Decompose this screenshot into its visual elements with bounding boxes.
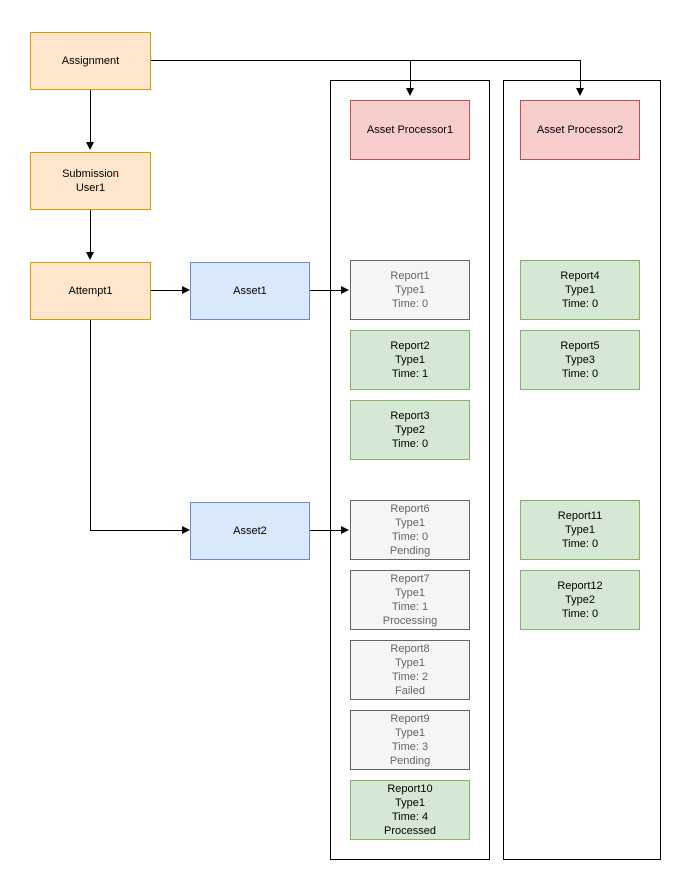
node-asset2-label: Asset2 bbox=[233, 525, 267, 537]
report-time: Time: 0 bbox=[391, 438, 429, 450]
report-type: Type1 bbox=[395, 284, 425, 296]
arrowhead-asset1 bbox=[182, 286, 190, 294]
asset-processor-2-label: Asset Processor2 bbox=[536, 124, 624, 136]
node-asset1[interactable]: Asset1 bbox=[190, 262, 310, 320]
report-type: Type3 bbox=[565, 354, 595, 366]
report-card[interactable]: Report2 Type1 Time: 1 bbox=[350, 330, 470, 390]
report-type: Type1 bbox=[395, 354, 425, 366]
edge-asset2-report6 bbox=[310, 530, 343, 531]
report-name: Report12 bbox=[557, 580, 603, 592]
arrowhead-processor1 bbox=[406, 88, 414, 96]
report-type: Type1 bbox=[395, 517, 425, 529]
report-time: Time: 1 bbox=[391, 601, 429, 613]
report-status: Processed bbox=[384, 825, 436, 837]
node-asset-processor-2[interactable]: Asset Processor2 bbox=[520, 100, 640, 160]
node-attempt[interactable]: Attempt1 bbox=[30, 262, 151, 320]
edge-assignment-processor1-drop bbox=[410, 60, 411, 88]
node-submission[interactable]: Submission User1 bbox=[30, 152, 151, 210]
report-time: Time: 0 bbox=[391, 298, 429, 310]
report-name: Report2 bbox=[390, 340, 430, 352]
node-submission-user: User1 bbox=[75, 182, 106, 194]
arrowhead-asset2 bbox=[182, 526, 190, 534]
report-time: Time: 0 bbox=[561, 538, 599, 550]
arrowhead-report6 bbox=[341, 526, 349, 534]
edge-assignment-submission bbox=[90, 90, 91, 142]
report-type: Type1 bbox=[565, 284, 595, 296]
report-name: Report9 bbox=[390, 713, 430, 725]
report-name: Report1 bbox=[390, 270, 430, 282]
report-time: Time: 4 bbox=[391, 811, 429, 823]
report-card[interactable]: Report1 Type1 Time: 0 bbox=[350, 260, 470, 320]
report-card[interactable]: Report7 Type1 Time: 1 Processing bbox=[350, 570, 470, 630]
edge-asset1-report1 bbox=[310, 290, 343, 291]
asset-processor-1-label: Asset Processor1 bbox=[366, 124, 454, 136]
node-assignment[interactable]: Assignment bbox=[30, 32, 151, 90]
node-asset1-label: Asset1 bbox=[233, 285, 267, 297]
report-status: Failed bbox=[395, 685, 425, 697]
report-card[interactable]: Report5 Type3 Time: 0 bbox=[520, 330, 640, 390]
report-card[interactable]: Report4 Type1 Time: 0 bbox=[520, 260, 640, 320]
report-type: Type2 bbox=[395, 424, 425, 436]
node-submission-title: Submission bbox=[62, 168, 119, 180]
report-card[interactable]: Report6 Type1 Time: 0 Pending bbox=[350, 500, 470, 560]
report-card[interactable]: Report8 Type1 Time: 2 Failed bbox=[350, 640, 470, 700]
report-card[interactable]: Report3 Type2 Time: 0 bbox=[350, 400, 470, 460]
node-asset2[interactable]: Asset2 bbox=[190, 502, 310, 560]
report-time: Time: 0 bbox=[561, 298, 599, 310]
report-time: Time: 0 bbox=[561, 608, 599, 620]
report-name: Report3 bbox=[390, 410, 430, 422]
edge-assignment-processor2-drop bbox=[580, 60, 581, 88]
node-asset-processor-1[interactable]: Asset Processor1 bbox=[350, 100, 470, 160]
edge-assignment-processors bbox=[151, 60, 581, 61]
report-name: Report10 bbox=[387, 783, 433, 795]
report-time: Time: 1 bbox=[391, 368, 429, 380]
report-time: Time: 2 bbox=[391, 671, 429, 683]
processor-container-2 bbox=[503, 80, 661, 860]
report-name: Report5 bbox=[560, 340, 600, 352]
report-card[interactable]: Report9 Type1 Time: 3 Pending bbox=[350, 710, 470, 770]
report-type: Type1 bbox=[395, 587, 425, 599]
report-status: Pending bbox=[389, 755, 431, 767]
node-attempt-label: Attempt1 bbox=[68, 285, 113, 297]
report-type: Type1 bbox=[395, 727, 425, 739]
report-type: Type1 bbox=[395, 657, 425, 669]
report-card[interactable]: Report10 Type1 Time: 4 Processed bbox=[350, 780, 470, 840]
report-name: Report8 bbox=[390, 643, 430, 655]
edge-attempt-asset2-horizontal bbox=[90, 530, 183, 531]
report-name: Report7 bbox=[390, 573, 430, 585]
arrowhead-submission bbox=[86, 142, 94, 150]
report-name: Report6 bbox=[390, 503, 430, 515]
report-type: Type1 bbox=[395, 797, 425, 809]
report-type: Type1 bbox=[565, 524, 595, 536]
report-name: Report4 bbox=[560, 270, 600, 282]
report-time: Time: 0 bbox=[391, 531, 429, 543]
edge-submission-attempt bbox=[90, 210, 91, 252]
arrowhead-report1 bbox=[341, 286, 349, 294]
report-type: Type2 bbox=[565, 594, 595, 606]
node-assignment-label: Assignment bbox=[61, 55, 120, 67]
report-status: Processing bbox=[382, 615, 438, 627]
report-card[interactable]: Report11 Type1 Time: 0 bbox=[520, 500, 640, 560]
edge-attempt-asset2-vertical bbox=[90, 320, 91, 530]
arrowhead-processor2 bbox=[576, 88, 584, 96]
report-name: Report11 bbox=[557, 510, 603, 522]
report-card[interactable]: Report12 Type2 Time: 0 bbox=[520, 570, 640, 630]
arrowhead-attempt bbox=[86, 252, 94, 260]
report-time: Time: 3 bbox=[391, 741, 429, 753]
report-time: Time: 0 bbox=[561, 368, 599, 380]
report-status: Pending bbox=[389, 545, 431, 557]
edge-attempt-asset1 bbox=[151, 290, 183, 291]
